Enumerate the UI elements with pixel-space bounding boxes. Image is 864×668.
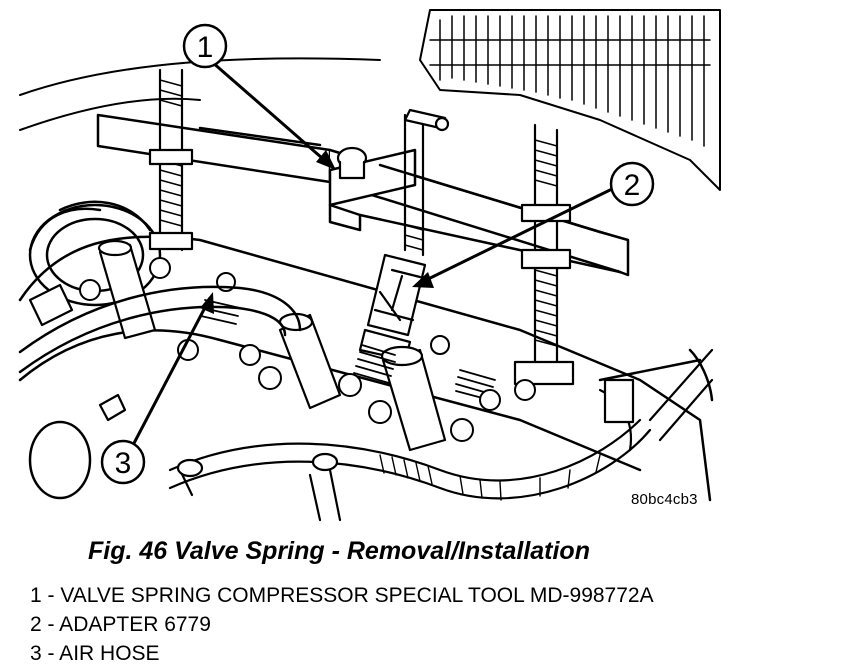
callout-leaders <box>130 60 612 449</box>
swivel-knob <box>336 108 450 180</box>
engine-illustration: 1 2 3 <box>18 9 721 522</box>
callout-legend: 1 - VALVE SPRING COMPRESSOR SPECIAL TOOL… <box>30 581 654 668</box>
callout-circles <box>100 23 655 485</box>
rod-threads <box>159 79 558 347</box>
harness-wraps <box>379 454 601 501</box>
housing-hatching <box>429 15 711 147</box>
leader-arrowheads <box>200 150 434 314</box>
callout-1-number: 1 <box>197 31 214 64</box>
callout-3-number: 3 <box>115 447 132 480</box>
figure-caption: Fig. 46 Valve Spring - Removal/Installat… <box>88 537 590 565</box>
legend-item: 1 - VALVE SPRING COMPRESSOR SPECIAL TOOL… <box>30 584 654 607</box>
callout-2-number: 2 <box>624 169 641 202</box>
wiring-harness <box>28 283 714 522</box>
figure-reference-code: 80bc4cb3 <box>631 491 698 508</box>
compressor-crossbar <box>96 113 630 277</box>
head-bolts <box>79 257 536 442</box>
adapter-tool <box>358 253 427 362</box>
callout-2-circle <box>609 161 655 207</box>
legend-item: 2 - ADAPTER 6779 <box>30 613 211 636</box>
air-hose <box>18 285 302 374</box>
callout-1-circle <box>182 23 228 69</box>
callout-3-circle <box>100 439 146 485</box>
legend-item: 3 - AIR HOSE <box>30 642 160 665</box>
